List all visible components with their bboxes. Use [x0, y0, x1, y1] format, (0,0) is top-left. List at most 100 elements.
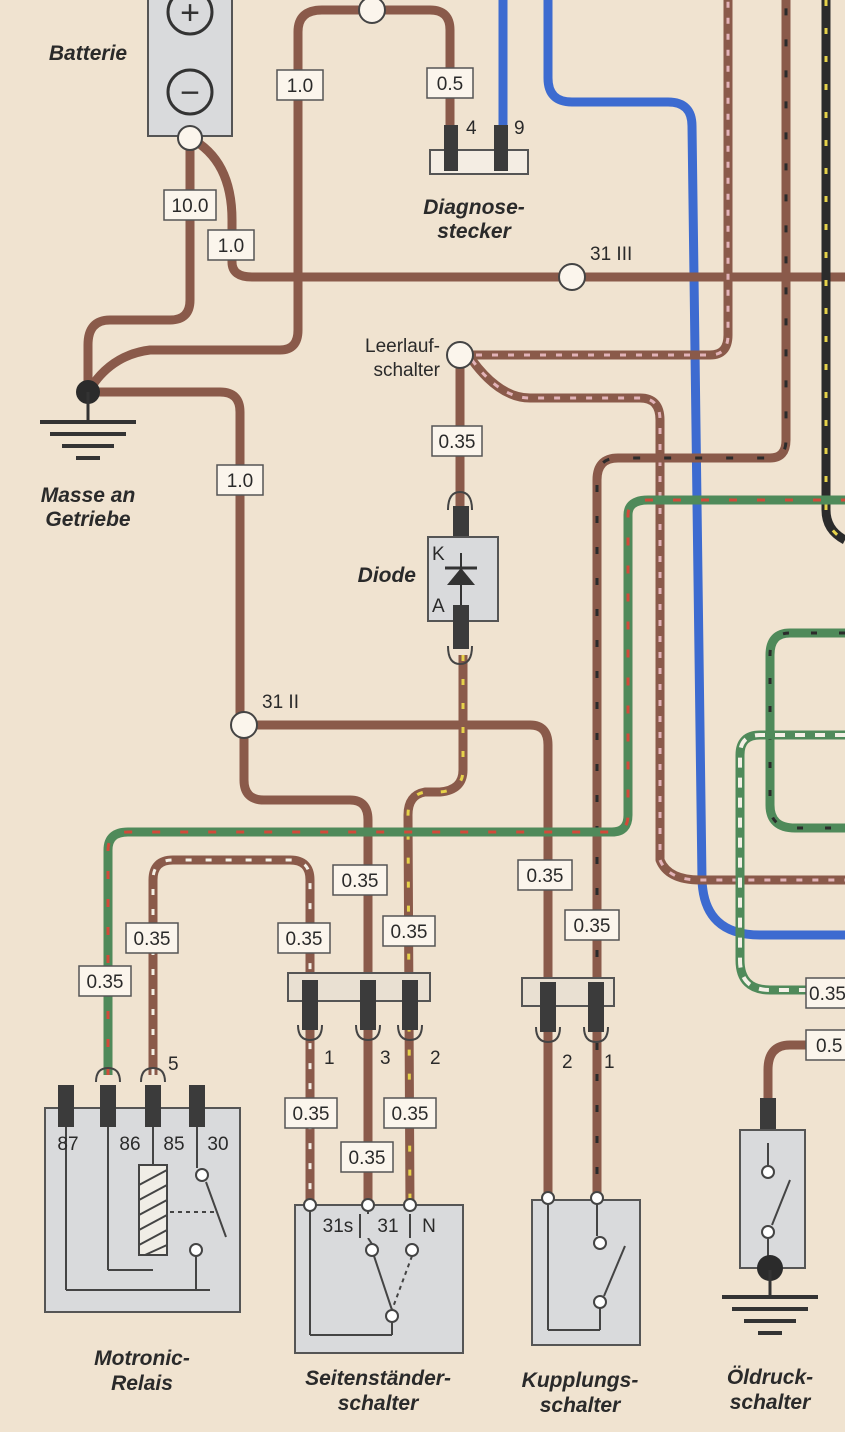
- oil-label-2: schalter: [730, 1391, 812, 1414]
- junction-node-top: [358, 0, 386, 24]
- svg-text:0.35: 0.35: [342, 871, 379, 892]
- clutch-switch: Kupplungs- schalter: [522, 1191, 641, 1417]
- battery-plus-symbol: +: [180, 0, 200, 32]
- wire-brown-neutral-right: [460, 0, 733, 360]
- diagnose-pin4-label: 4: [466, 118, 477, 139]
- gauge-label: 0.5: [426, 67, 474, 99]
- motronic-pin85-label: 85: [163, 1134, 184, 1155]
- oil-pressure-switch: Öldruck- schalter: [722, 1098, 818, 1414]
- svg-text:0.35: 0.35: [87, 972, 124, 993]
- gauge-label: 1.0: [276, 69, 324, 101]
- svg-text:0.35: 0.35: [574, 916, 611, 937]
- wire-brown-neutral-down: [468, 357, 845, 885]
- diagnose-connector: 4 9 Diagnose- stecker: [423, 118, 529, 243]
- wire-blue: [543, 0, 845, 940]
- diode-k-label: K: [432, 544, 445, 565]
- gauge-label: 0.5: [805, 1029, 845, 1061]
- motronic-pin87-label: 87: [57, 1134, 78, 1155]
- clutch-label-1: Kupplungs-: [522, 1369, 639, 1392]
- diagnose-label-2: stecker: [437, 220, 512, 243]
- ground-label-2: Getriebe: [45, 508, 131, 531]
- battery-plus-icon: [166, 0, 214, 36]
- gauge-label: 1.0: [207, 229, 255, 261]
- diagnose-pin9: [494, 125, 508, 171]
- motronic-coil-icon: [138, 1164, 168, 1256]
- oil-ground-node: [757, 1255, 783, 1281]
- gauge-label: 0.35: [78, 965, 132, 997]
- svg-text:1.0: 1.0: [218, 236, 244, 257]
- svg-text:10.0: 10.0: [172, 196, 209, 217]
- ground-symbol: Masse an Getriebe: [40, 380, 136, 531]
- sidestand-conn-3-label: 3: [380, 1048, 391, 1069]
- gauge-label: 0.35: [431, 425, 483, 457]
- wire-brown-31II-sidestand: [239, 725, 373, 1210]
- wire-oil: [763, 1040, 845, 1100]
- diode: K A Diode: [358, 490, 499, 666]
- battery-minus-symbol: −: [180, 74, 200, 112]
- battery-label: Batterie: [49, 42, 128, 65]
- battery-minus-icon: [166, 68, 214, 116]
- diagnose-label-1: Diagnose-: [423, 196, 525, 219]
- diagnose-pin4: [444, 125, 458, 171]
- gauge-label: 1.0: [216, 464, 264, 496]
- sidestand-tN-label: N: [422, 1216, 436, 1237]
- wire-brown-battery-ground: [83, 138, 195, 392]
- wire-brown-31II-clutch: [244, 720, 553, 1205]
- clutch-body: [531, 1199, 641, 1346]
- oil-body: [739, 1129, 806, 1269]
- sidestand-t31s-label: 31s: [323, 1216, 354, 1237]
- oil-label-1: Öldruck-: [727, 1366, 813, 1389]
- gauge-label: 10.0: [163, 189, 217, 221]
- motronic-conn-5-label: 5: [168, 1054, 179, 1075]
- wire-brown-battery-31III: [187, 134, 845, 282]
- svg-text:0.35: 0.35: [527, 866, 564, 887]
- diagnose-pin9-label: 9: [514, 118, 525, 139]
- sidestand-connector: 1 3 2: [287, 972, 441, 1069]
- clutch-conn-2-label: 2: [562, 1052, 573, 1073]
- gauge-label: 0.35: [383, 1097, 437, 1129]
- motronic-label-2: Relais: [111, 1372, 173, 1395]
- gauge-label: 0.35: [284, 1097, 338, 1129]
- svg-text:0.35: 0.35: [134, 929, 171, 950]
- gauge-label: 0.35: [805, 977, 845, 1009]
- neutral-switch-node: [446, 341, 474, 369]
- node-31-II: [230, 711, 258, 739]
- wire-brown-diagnose-loop: [84, 5, 455, 395]
- svg-text:0.35: 0.35: [392, 1104, 429, 1125]
- gauge-label: 0.35: [332, 864, 388, 896]
- clutch-conn-1-label: 1: [604, 1052, 615, 1073]
- motronic-relay: 5 87 86 85 30 Motronic- Relais: [44, 1054, 241, 1395]
- sidestand-conn-1-label: 1: [324, 1048, 335, 1069]
- wire-brown-ground-31II: [88, 387, 245, 725]
- motronic-label-1: Motronic-: [94, 1347, 190, 1370]
- svg-text:0.35: 0.35: [349, 1148, 386, 1169]
- battery-terminal: [177, 125, 203, 151]
- sidestand-switch: 31s 31 N Seitenständer- schalter: [294, 1198, 464, 1415]
- wire-green-white: [735, 730, 845, 995]
- gauge-label: 0.35: [564, 909, 620, 941]
- node-31-III: [558, 263, 586, 291]
- sidestand-t31-label: 31: [377, 1216, 398, 1237]
- clutch-connector: 2 1: [521, 977, 615, 1073]
- svg-text:0.35: 0.35: [293, 1104, 330, 1125]
- ground-label-1: Masse an: [41, 484, 136, 507]
- gauge-label: 0.35: [517, 859, 573, 891]
- wire-black-yellow: [821, 0, 845, 544]
- neutral-switch-label-1: Leerlauf-: [365, 336, 440, 357]
- svg-text:0.5: 0.5: [816, 1036, 842, 1057]
- node-31-III-label: 31 III: [590, 244, 632, 265]
- diode-label: Diode: [358, 564, 417, 587]
- wire-green-black: [765, 628, 845, 833]
- diode-a-label: A: [432, 596, 445, 617]
- gauge-label: 0.35: [340, 1141, 394, 1173]
- svg-text:0.35: 0.35: [439, 432, 476, 453]
- svg-text:0.35: 0.35: [391, 922, 428, 943]
- svg-text:0.35: 0.35: [809, 984, 845, 1005]
- clutch-label-2: schalter: [540, 1394, 622, 1417]
- battery: + − Batterie: [49, 0, 233, 151]
- svg-text:1.0: 1.0: [287, 76, 313, 97]
- svg-text:0.5: 0.5: [437, 74, 463, 95]
- wire-green-red: [103, 495, 845, 1075]
- motronic-pin86-label: 86: [119, 1134, 140, 1155]
